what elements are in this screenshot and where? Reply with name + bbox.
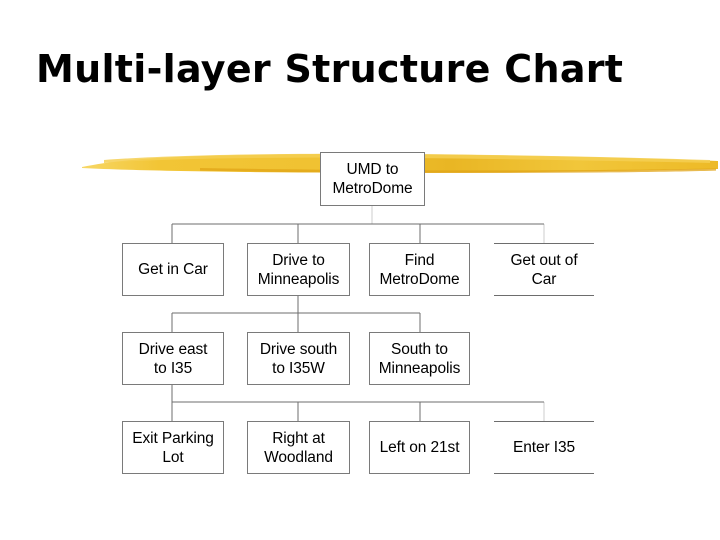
node-drive-to-minneapolis[interactable]: Drive to Minneapolis <box>247 243 350 296</box>
node-label-drive-south-to-i35w: Drive south to I35W <box>259 340 338 377</box>
node-label-umd-to-metrodome: UMD to MetroDome <box>332 161 413 197</box>
node-right-at-woodland[interactable]: Right at Woodland <box>247 421 350 474</box>
node-umd-to-metrodome[interactable]: UMD to MetroDome <box>320 152 425 206</box>
node-enter-i35[interactable]: Enter I35 <box>494 421 594 474</box>
node-label-enter-i35: Enter I35 <box>512 439 575 456</box>
node-label-get-out-of-car: Get out of Car <box>510 251 578 288</box>
node-drive-south-to-i35w[interactable]: Drive south to I35W <box>247 332 350 385</box>
page-title: Multi-layer Structure Chart <box>36 47 624 91</box>
node-south-to-minneapolis[interactable]: South to Minneapolis <box>369 332 470 385</box>
node-label-drive-east-to-i35: Drive east to I35 <box>138 340 208 377</box>
node-get-in-car[interactable]: Get in Car <box>122 243 224 296</box>
node-label-exit-parking-lot: Exit Parking Lot <box>132 429 214 466</box>
node-get-out-of-car[interactable]: Get out of Car <box>494 243 594 296</box>
node-exit-parking-lot[interactable]: Exit Parking Lot <box>122 421 224 474</box>
node-label-find-metrodome: Find MetroDome <box>379 251 460 288</box>
node-label-left-on-21st: Left on 21st <box>379 439 460 456</box>
node-label-south-to-minneapolis: South to Minneapolis <box>378 340 461 377</box>
node-drive-east-to-i35[interactable]: Drive east to I35 <box>122 332 224 385</box>
node-label-get-in-car: Get in Car <box>138 261 208 278</box>
node-label-right-at-woodland: Right at Woodland <box>264 429 333 466</box>
node-label-drive-to-minneapolis: Drive to Minneapolis <box>257 251 340 288</box>
node-left-on-21st[interactable]: Left on 21st <box>369 421 470 474</box>
node-find-metrodome[interactable]: Find MetroDome <box>369 243 470 296</box>
